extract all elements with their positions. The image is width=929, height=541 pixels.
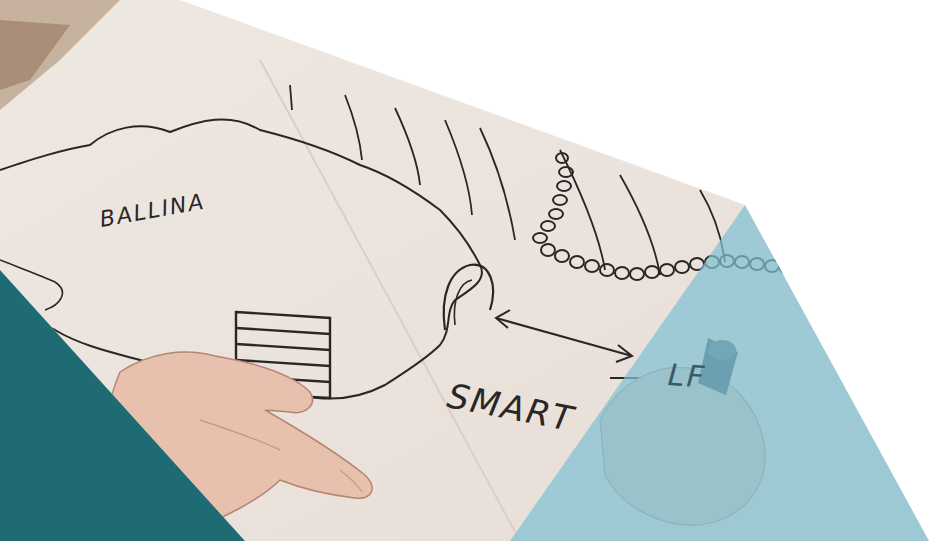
sketch-letters: LF <box>667 357 707 395</box>
